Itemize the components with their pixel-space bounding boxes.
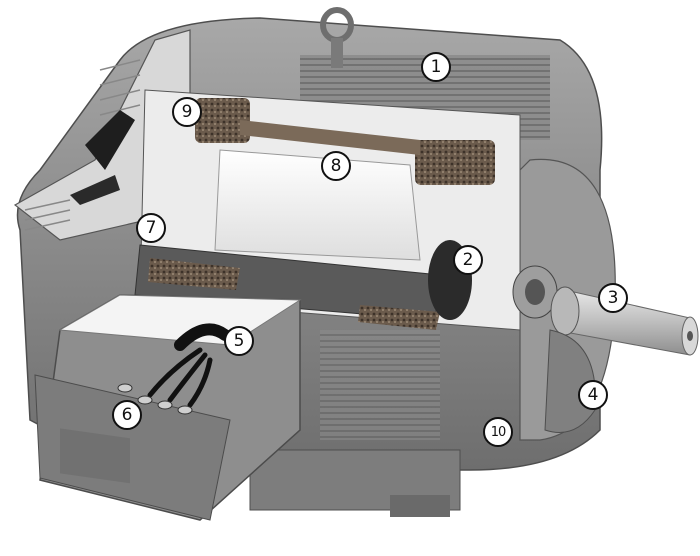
callout-2: 2 — [453, 245, 483, 275]
callout-10: 10 — [483, 417, 513, 447]
callout-9: 9 — [172, 97, 202, 127]
callout-5: 5 — [224, 326, 254, 356]
output-shaft — [550, 286, 699, 356]
stator-core — [214, 149, 421, 261]
callout-1: 1 — [421, 52, 451, 82]
callout-4: 4 — [578, 380, 608, 410]
stator-winding-top — [195, 98, 495, 185]
callout-3: 3 — [598, 283, 628, 313]
lifting-eye-bolt — [320, 7, 354, 68]
callout-8: 8 — [321, 151, 351, 181]
callout-6: 6 — [112, 400, 142, 430]
callout-7: 7 — [136, 213, 166, 243]
